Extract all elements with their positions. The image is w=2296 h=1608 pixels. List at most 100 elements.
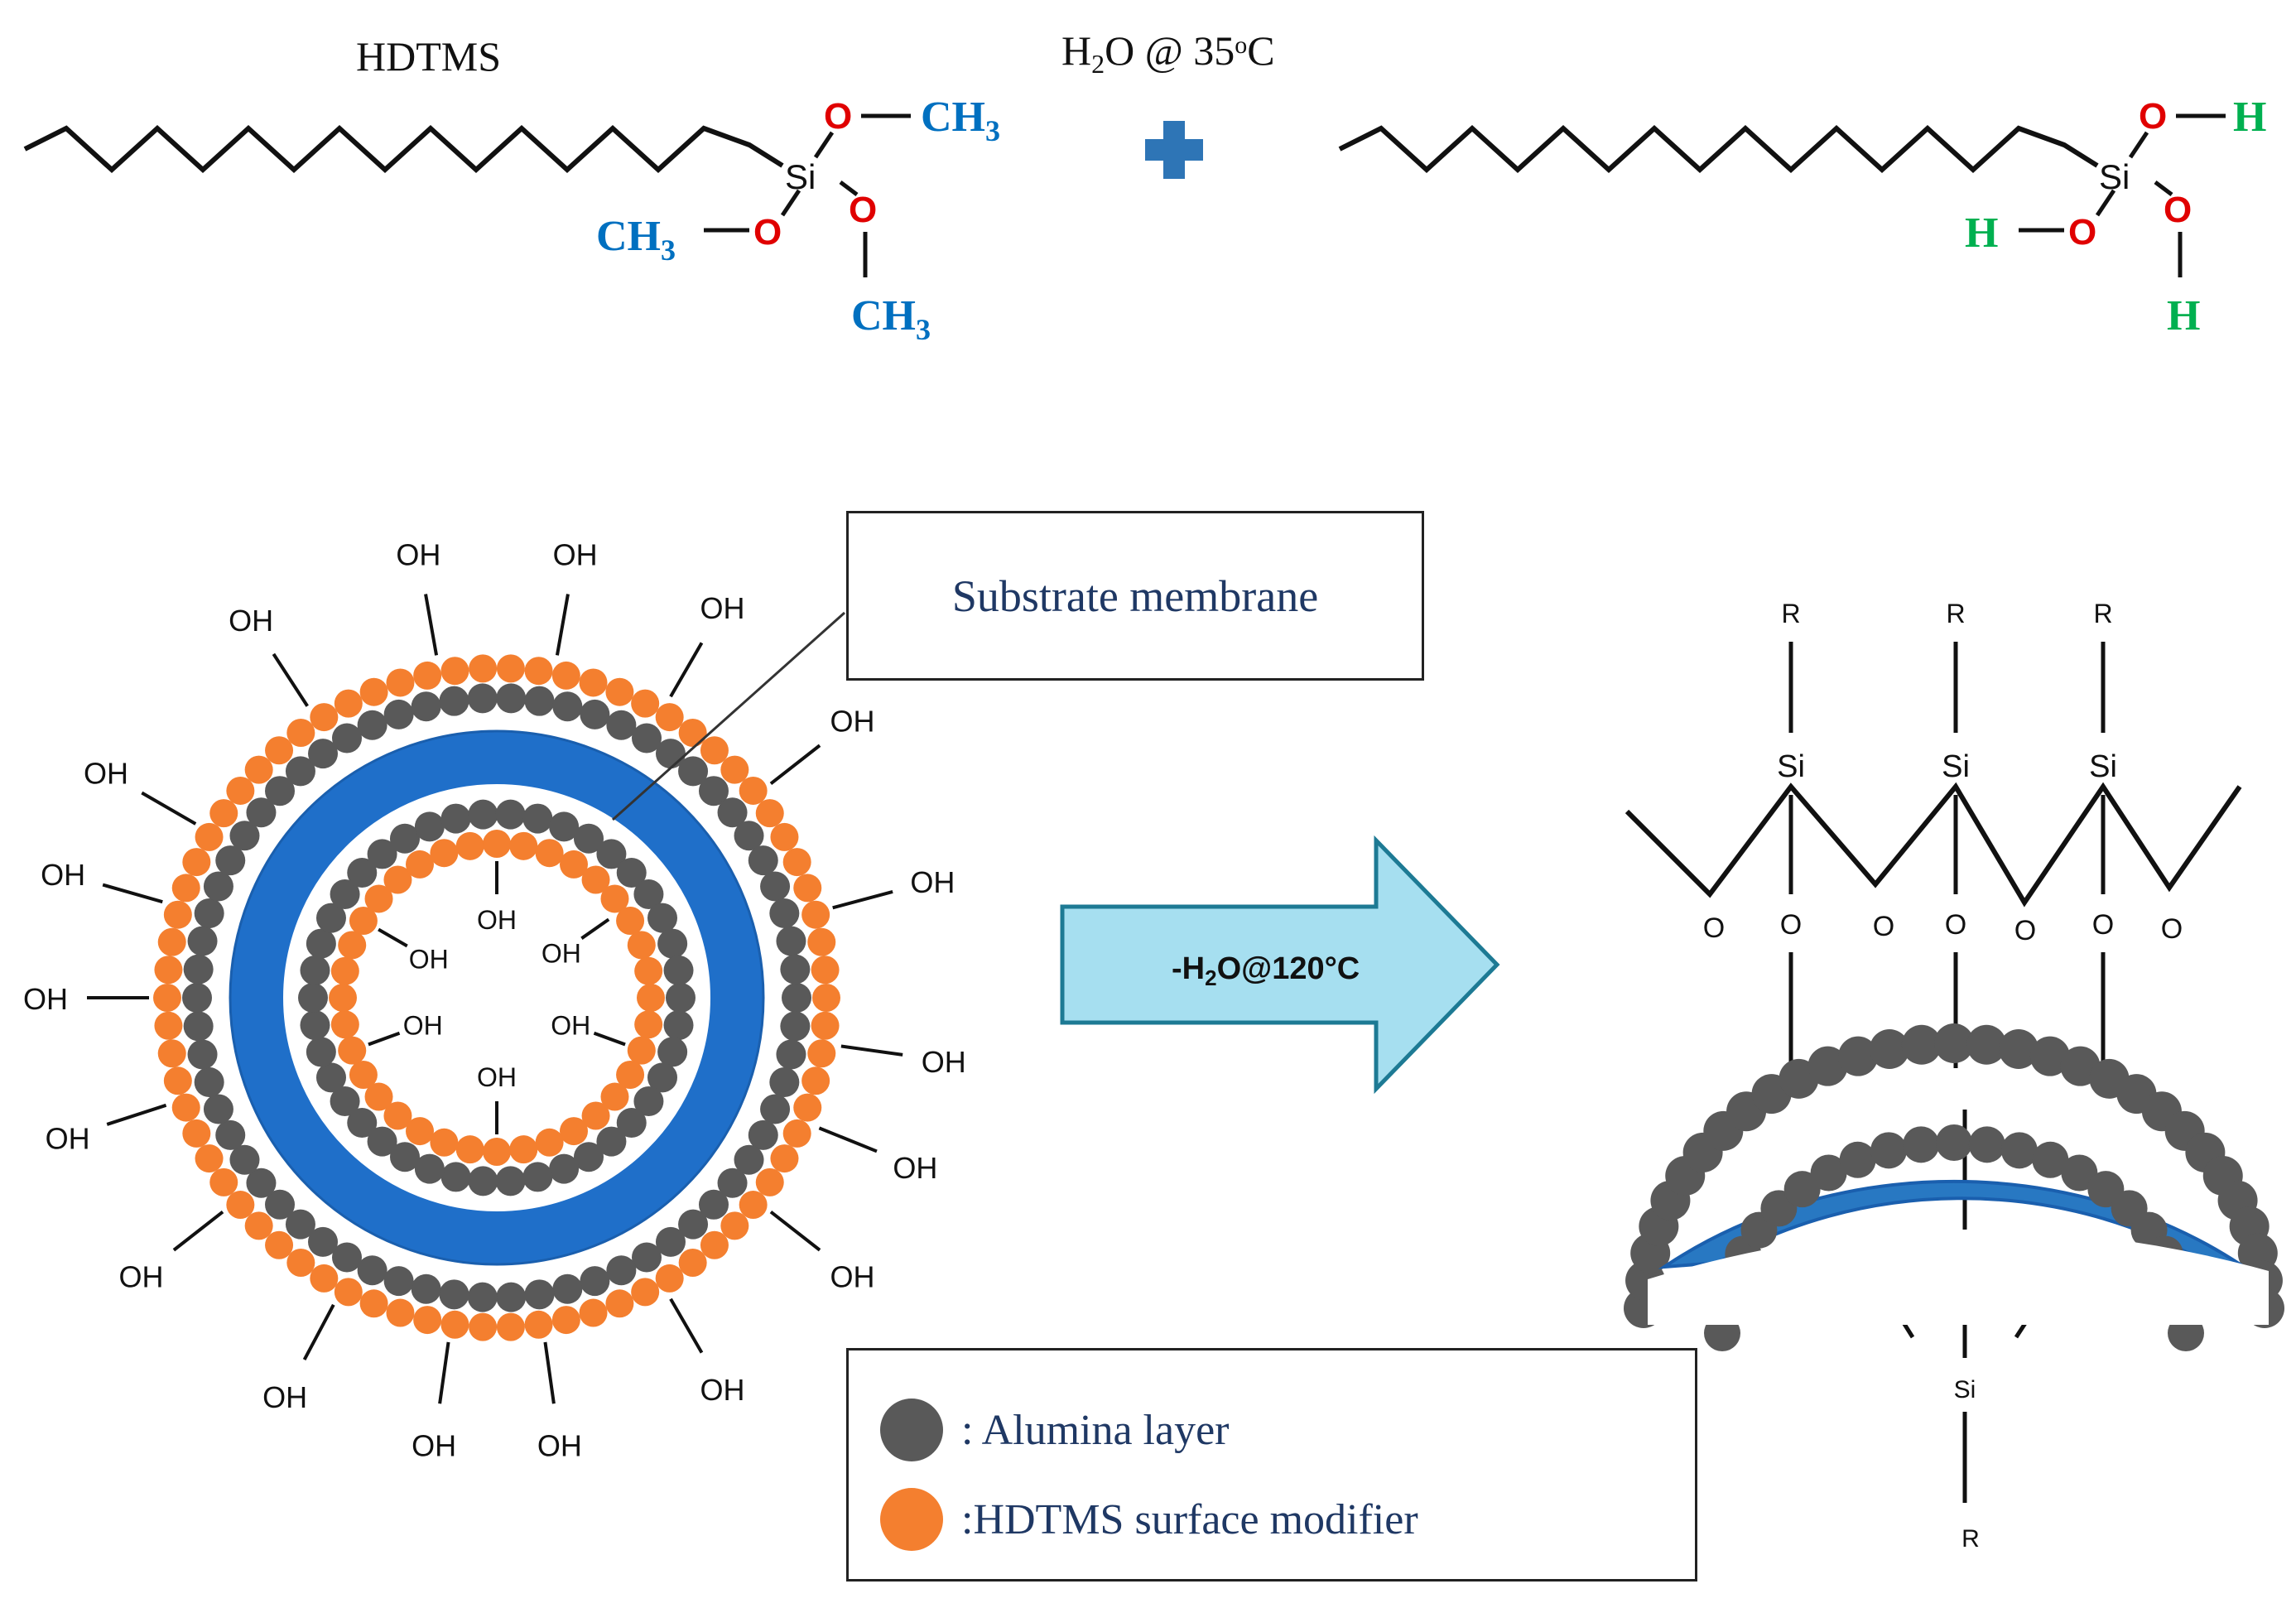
hdtms-bead [801,1066,830,1095]
alumina-bead [596,839,627,869]
alumina-bead [1936,1124,1972,1161]
legend-label-alumina: : Alumina layer [961,1406,1230,1454]
alumina-bead [308,739,339,769]
hdtms-bead [310,703,339,732]
oxygen-backbone: O [2014,915,2036,946]
alumina-bead [183,954,214,985]
hydrogen-left: H [1965,209,1998,257]
alumina-bead [194,1066,224,1097]
bond-si-oh-right [2154,181,2173,196]
oh-bond [272,652,309,707]
alumina-bead [2029,1036,2070,1076]
alumina-bead [411,1273,441,1304]
hdtms-bead [634,1010,663,1039]
hdtms-bead [338,931,367,960]
hdtms-bead [329,984,357,1012]
hdtms-alkyl-chain [23,124,784,174]
hdtms-bead [364,1082,393,1111]
alumina-bead [439,686,469,716]
hydroxyl-group-label: OH [922,1045,966,1079]
hdtms-bead [209,799,238,828]
hydroxyl-group-label: OH [477,905,517,935]
hydroxyl-group-label: OH [553,537,598,571]
hdtms-bead [455,831,484,860]
hydrogen-upper: H [2233,94,2266,141]
alumina-bead [347,1107,378,1138]
hdtms-bead [163,900,192,929]
bond-si-oh-upper [2128,131,2149,159]
bond-si-o-right [839,181,859,196]
oxygen-backbone: O [2161,913,2183,945]
alumina-bead [1838,1036,1879,1076]
hdtms-bead [496,1312,525,1341]
hydroxyl-group-label: OH [700,1373,745,1407]
alumina-bead [468,1166,498,1196]
hdtms-bead [631,689,660,718]
alumina-bead [347,858,378,888]
hydroxyl-group-label: OH [477,1062,517,1092]
hdtms-bead [720,1211,749,1240]
substrate-membrane-callout: Substrate membrane [846,511,1424,681]
hdtms-bead [793,874,822,903]
alumina-bead [1966,1024,2007,1065]
hydrolysis-reaction: HDTMS Si O CH3 O CH3 O CH3 H2O @ 35oC [23,27,2266,346]
outer-alumina-ring [182,683,811,1312]
oh-bond [593,1031,626,1047]
hdtms-bead [209,1167,238,1196]
alumina-bead [1968,1126,2005,1163]
si-atom-lower: Si [1954,1376,1976,1403]
hdtms-bead [496,654,525,683]
alumina-bead [300,955,330,985]
alumina-bead [657,928,688,959]
hdtms-bead [770,1144,799,1173]
hdtms-bead [182,1119,211,1148]
alumina-bead [411,691,441,722]
alumina-bead [663,1010,694,1041]
alumina-bead [265,776,296,806]
hdtms-bead [634,956,663,985]
alumina-bead [698,776,729,806]
hydroxyl-group-label: OH [910,865,955,899]
oxygen-right: O [849,190,877,230]
alumina-bead [182,983,212,1013]
si-atom-grafted: Si [2089,749,2117,784]
alumina-bead [580,1266,610,1297]
alumina-bead [616,858,647,888]
hdtms-bead [627,931,656,960]
hdtms-bead [364,884,393,913]
hdtms-bead [469,1312,498,1341]
alumina-bead [306,1037,336,1067]
hdtms-bead [413,1306,442,1335]
hdtms-bead [616,1061,645,1089]
alumina-bead [440,803,471,834]
oxygen-backbone: O [1873,911,1894,942]
substrate-membrane-label: Substrate membrane [951,571,1319,621]
hdtms-bead [154,1011,183,1040]
alumina-bead [332,723,362,753]
hdtms-bead [720,755,749,784]
hydroxyl-group-label: OH [537,1429,582,1463]
alumina-bead [285,756,315,787]
oh-bond [669,642,704,698]
hydroxyl-group-label: OH [412,1429,456,1463]
alumina-bead [698,1189,729,1220]
alumina-bead [246,1167,277,1198]
alumina-bead [390,823,420,854]
bond-si-oh-left [2095,189,2116,217]
hdtms-bead [265,1230,294,1259]
outer-hdtms-ring [153,654,840,1341]
hdtms-bead [600,884,629,913]
alumina-bead [776,926,806,956]
alumina-bead [647,1062,678,1093]
hdtms-bead [440,657,469,686]
hdtms-bead [153,984,181,1012]
hdtms-bead [157,1039,186,1068]
alumina-bead [383,699,414,729]
alumina-bead [332,1242,362,1273]
hdtms-bead [560,850,588,879]
alumina-bead [215,1119,246,1150]
alumina-bead [769,1066,800,1097]
hdtms-bead [157,927,186,956]
alumina-bead [2032,1141,2069,1178]
grafted-surface: RSiORSiORSiOOOOOOOOSiR [1624,599,2284,1553]
